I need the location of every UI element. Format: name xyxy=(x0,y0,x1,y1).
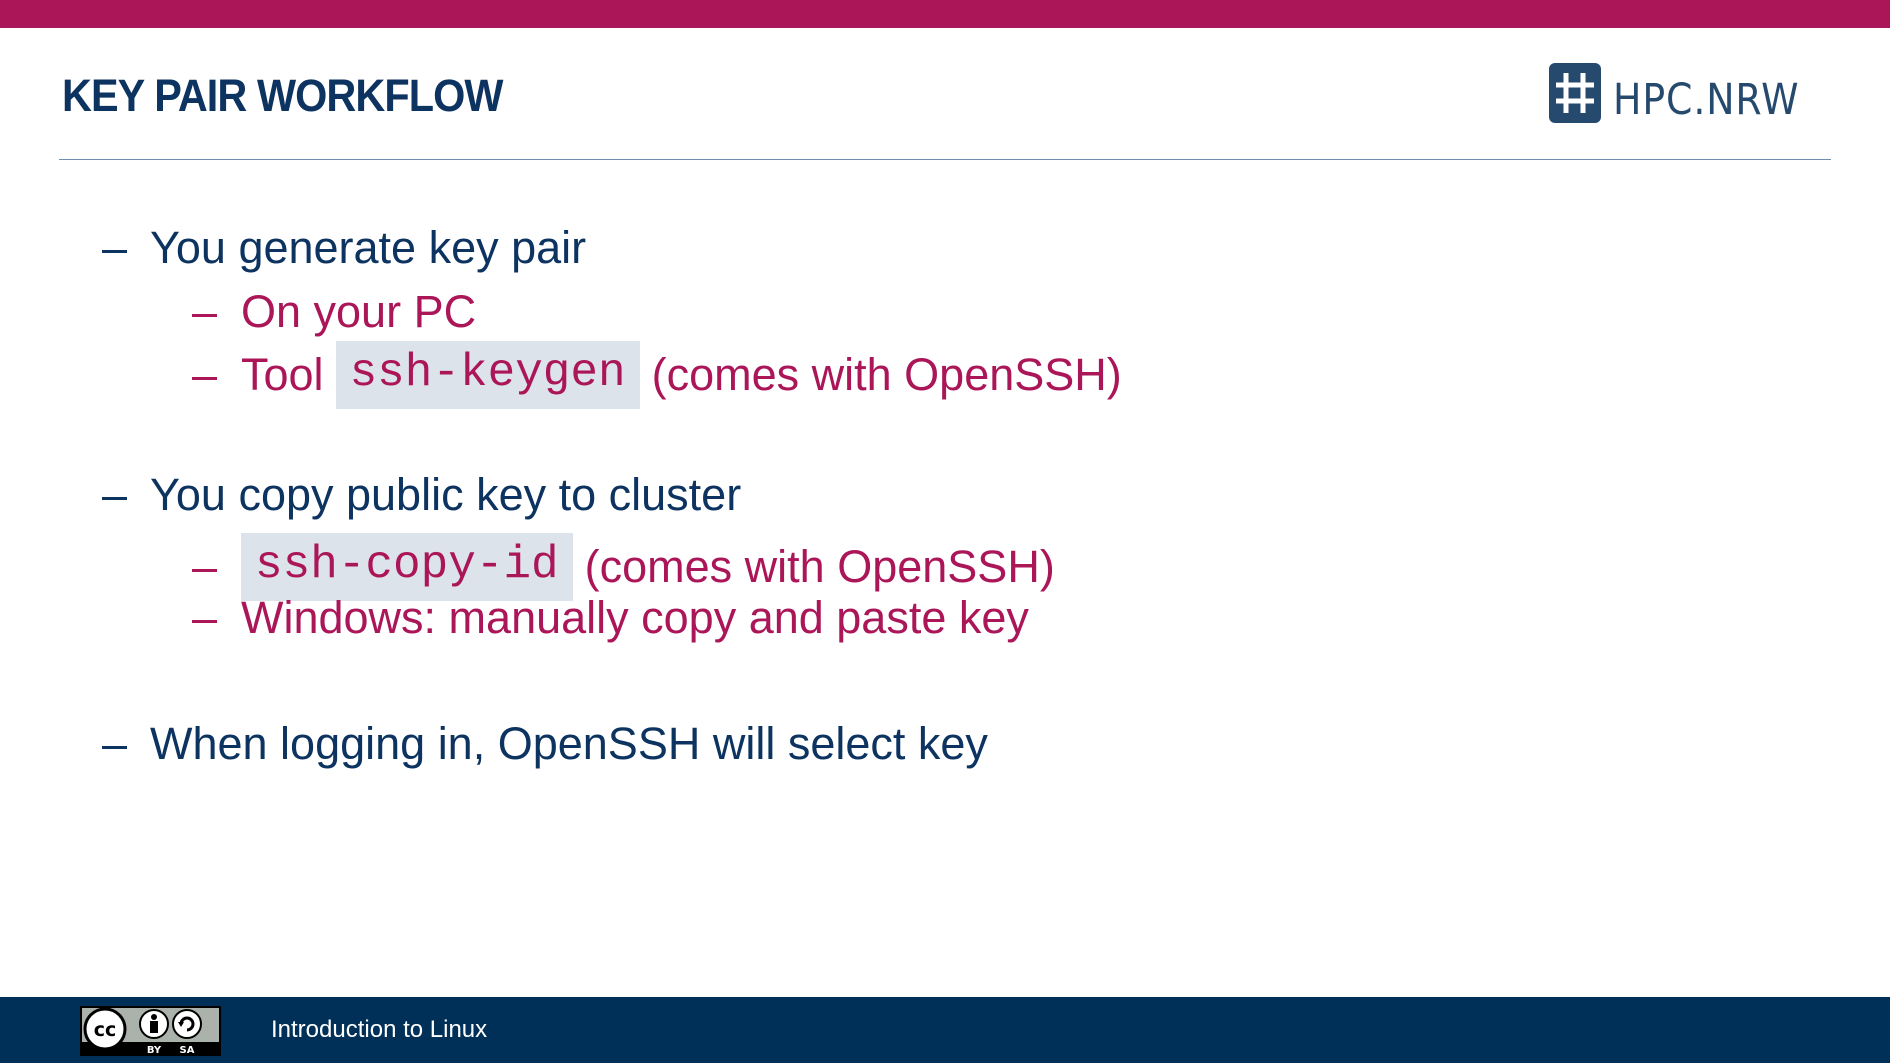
bullet-dash: – xyxy=(192,592,218,643)
bullet-text: On your PC xyxy=(241,286,477,337)
bullet-dash: – xyxy=(192,286,218,337)
bullet-dash: – xyxy=(192,541,218,592)
code-ssh-keygen: ssh-keygen xyxy=(335,341,640,409)
bullet-text: You generate key pair xyxy=(150,222,587,273)
footer-course-title: Introduction to Linux xyxy=(271,1016,488,1043)
hash-logo-icon xyxy=(1549,63,1601,123)
bullet-dash: – xyxy=(102,718,128,769)
cc-by-sa-license-icon: cc BY SA xyxy=(80,1006,221,1056)
bullet-text: You copy public key to cluster xyxy=(150,469,742,520)
code-ssh-copy-id: ssh-copy-id xyxy=(241,533,573,601)
title-divider xyxy=(59,159,1831,160)
bullet-dash: – xyxy=(192,349,218,400)
sub-bullet-on-pc: – On your PC xyxy=(192,286,476,338)
sub-bullet-ssh-copy-id: – ssh-copy-id (comes with OpenSSH) xyxy=(192,533,1055,601)
logo-text: HPC.NRW xyxy=(1613,75,1800,125)
hpc-nrw-logo: HPC.NRW xyxy=(1549,61,1825,125)
slide-title: KEY PAIR WORKFLOW xyxy=(62,70,503,121)
license-by-label: BY xyxy=(147,1045,162,1056)
bullet-generate-key: – You generate key pair xyxy=(102,222,586,274)
bullet-text-prefix: Tool xyxy=(241,349,324,400)
bullet-text: Windows: manually copy and paste key xyxy=(241,592,1029,643)
bullet-text-suffix: (comes with OpenSSH) xyxy=(584,541,1055,592)
bullet-text-suffix: (comes with OpenSSH) xyxy=(651,349,1122,400)
bullet-text: When logging in, OpenSSH will select key xyxy=(150,718,988,769)
footer-bar xyxy=(0,997,1890,1063)
bullet-copy-key: – You copy public key to cluster xyxy=(102,469,741,521)
sub-bullet-ssh-keygen: – Tool ssh-keygen (comes with OpenSSH) xyxy=(192,341,1122,409)
bullet-dash: – xyxy=(102,469,128,520)
svg-text:cc: cc xyxy=(94,1019,117,1041)
bullet-login-select: – When logging in, OpenSSH will select k… xyxy=(102,718,988,770)
bullet-dash: – xyxy=(102,222,128,273)
license-sa-label: SA xyxy=(180,1045,195,1056)
top-accent-bar xyxy=(0,0,1890,28)
sub-bullet-windows: – Windows: manually copy and paste key xyxy=(192,592,1029,644)
